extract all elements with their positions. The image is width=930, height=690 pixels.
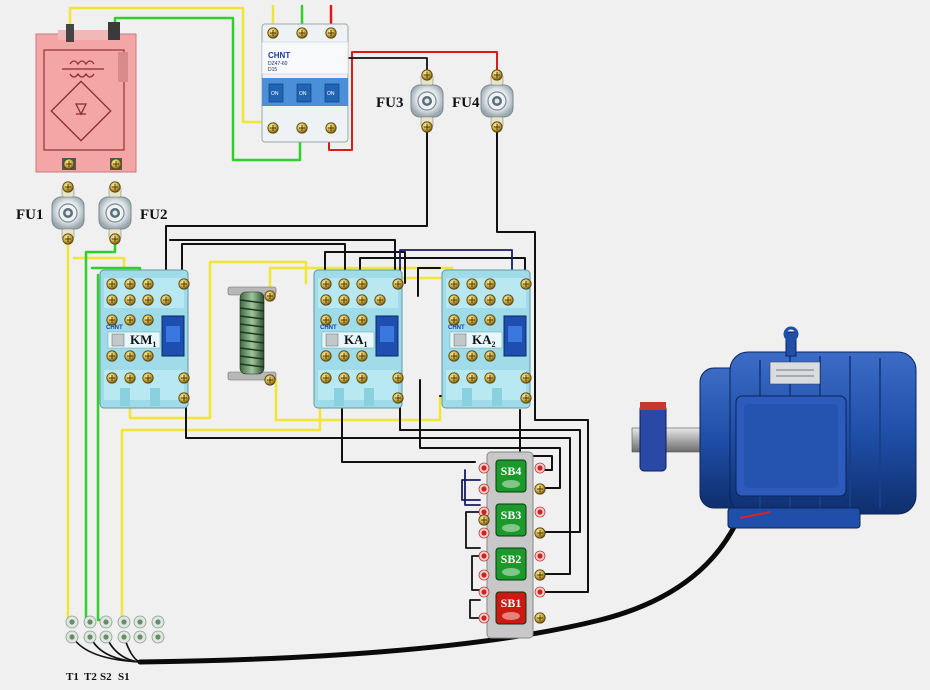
pushbutton-sb2[interactable]: SB2 — [495, 547, 527, 581]
contactor-brand: CHNT — [320, 325, 337, 331]
contactor-label: KA2 — [472, 332, 496, 349]
wire-black-fu4-down — [496, 129, 589, 593]
motor — [631, 326, 917, 529]
contactor-ka2[interactable]: CHNT KA2 — [441, 269, 532, 409]
contactor-ka1[interactable]: CHNT KA1 — [313, 269, 404, 409]
svg-text:ON: ON — [271, 91, 279, 97]
pushbutton-label: SB2 — [501, 552, 522, 566]
pushbutton-sb3[interactable]: SB3 — [495, 503, 527, 537]
contactors-group: CHNT KM1 CHNT KA1 CHNT KA2 — [99, 269, 532, 409]
wire-green-t2 — [84, 238, 117, 622]
terminal-post[interactable] — [151, 615, 165, 644]
fuse-fu2[interactable] — [98, 181, 132, 245]
terminal-label-t1: T1 — [66, 671, 79, 683]
terminal-label-s1: S1 — [118, 671, 130, 683]
breaker-brand: CHNT — [268, 51, 290, 60]
contactor-label: KM1 — [130, 332, 156, 349]
fuse-label-fu3: FU3 — [376, 95, 404, 111]
contactor-brand: CHNT — [106, 325, 123, 331]
pushbutton-label: SB3 — [501, 508, 522, 522]
circuit-breaker[interactable]: CHNT DZ47-60 D15 ON ON ON — [261, 23, 349, 143]
breaker-model: DZ47-60 — [268, 61, 288, 67]
fuse-fu1[interactable] — [51, 181, 85, 245]
svg-text:ON: ON — [299, 91, 307, 97]
terminal-post[interactable] — [99, 615, 113, 644]
terminal-post[interactable] — [65, 615, 79, 644]
transformer-module — [35, 22, 137, 173]
transformer-coil-icon — [62, 60, 104, 78]
breaker-rating: D15 — [268, 67, 277, 73]
wire-red-fu4 — [328, 51, 498, 151]
pushbutton-label: SB4 — [501, 464, 522, 478]
fuse-label-fu4: FU4 — [452, 95, 480, 111]
contactor-km1[interactable]: CHNT KM1 — [99, 269, 190, 409]
svg-text:ON: ON — [327, 91, 335, 97]
terminal-label-s2: S2 — [100, 671, 112, 683]
terminal-label-t2: T2 — [84, 671, 97, 683]
fuse-fu4[interactable] — [480, 69, 514, 133]
terminal-post[interactable] — [133, 615, 147, 644]
terminal-post[interactable] — [117, 615, 131, 644]
resistor[interactable] — [227, 286, 277, 386]
fuse-label-fu2: FU2 — [140, 207, 168, 223]
fuse-fu3[interactable] — [410, 69, 444, 133]
terminal-post[interactable] — [83, 615, 97, 644]
pushbutton-sb1[interactable]: SB1 — [495, 591, 527, 625]
motor-cable — [137, 512, 743, 665]
contactor-label: KA1 — [344, 332, 368, 349]
pushbutton-label: SB1 — [501, 596, 522, 610]
contactor-brand: CHNT — [448, 325, 465, 331]
fuse-label-fu1: FU1 — [16, 207, 44, 223]
rectifier-bridge-icon — [50, 80, 112, 142]
pushbutton-sb4[interactable]: SB4 — [495, 459, 527, 493]
